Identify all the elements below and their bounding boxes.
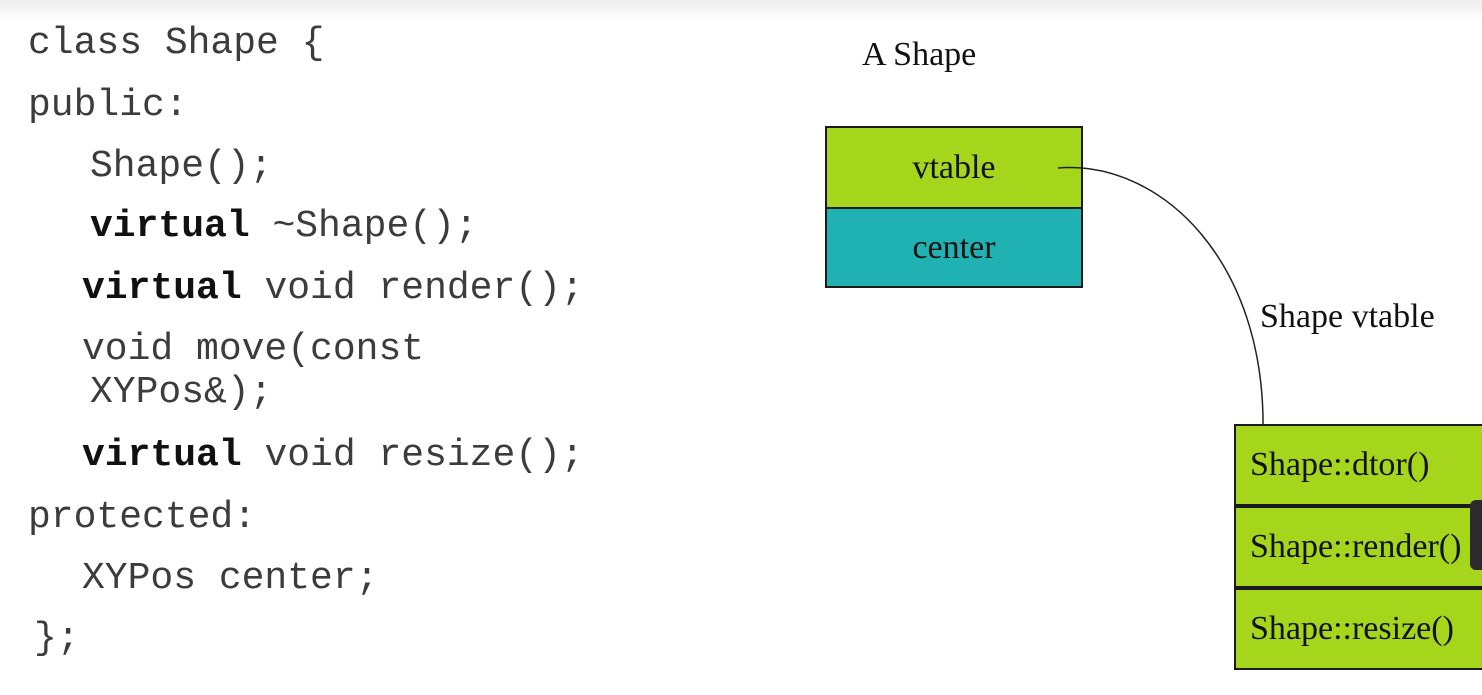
code-line: virtual void render(); bbox=[82, 267, 584, 310]
field-label: center bbox=[912, 228, 996, 266]
vtable-title: Shape vtable bbox=[1260, 298, 1435, 335]
keyword-virtual: virtual bbox=[90, 205, 250, 248]
object-title: A Shape bbox=[862, 36, 977, 73]
code-line: public: bbox=[28, 84, 188, 127]
code-line: protected: bbox=[28, 496, 257, 539]
code-line: class Shape { bbox=[28, 22, 325, 65]
object-field-center: center bbox=[825, 207, 1083, 288]
code-line: }; bbox=[34, 617, 80, 660]
code-line: virtual void resize(); bbox=[82, 434, 584, 477]
field-label: vtable bbox=[912, 148, 996, 186]
entry-label: Shape::render() bbox=[1250, 528, 1462, 565]
code-line: Shape(); bbox=[90, 145, 273, 188]
vtable-entry-resize: Shape::resize() bbox=[1234, 588, 1482, 670]
code-line: virtual ~Shape(); bbox=[90, 205, 478, 248]
entry-label: Shape::dtor() bbox=[1250, 446, 1430, 483]
vtable-entry-dtor: Shape::dtor() bbox=[1234, 424, 1482, 506]
keyword-virtual: virtual bbox=[82, 267, 242, 310]
side-handle[interactable] bbox=[1470, 500, 1482, 570]
code-line: XYPos&); bbox=[90, 371, 273, 414]
object-field-vtable: vtable bbox=[825, 126, 1083, 209]
top-strip bbox=[0, 0, 1482, 20]
vtable-entry-render: Shape::render() bbox=[1234, 506, 1482, 588]
entry-label: Shape::resize() bbox=[1250, 610, 1454, 647]
keyword-virtual: virtual bbox=[82, 434, 242, 477]
code-line: XYPos center; bbox=[82, 557, 379, 600]
code-line: void move(const bbox=[82, 328, 425, 371]
